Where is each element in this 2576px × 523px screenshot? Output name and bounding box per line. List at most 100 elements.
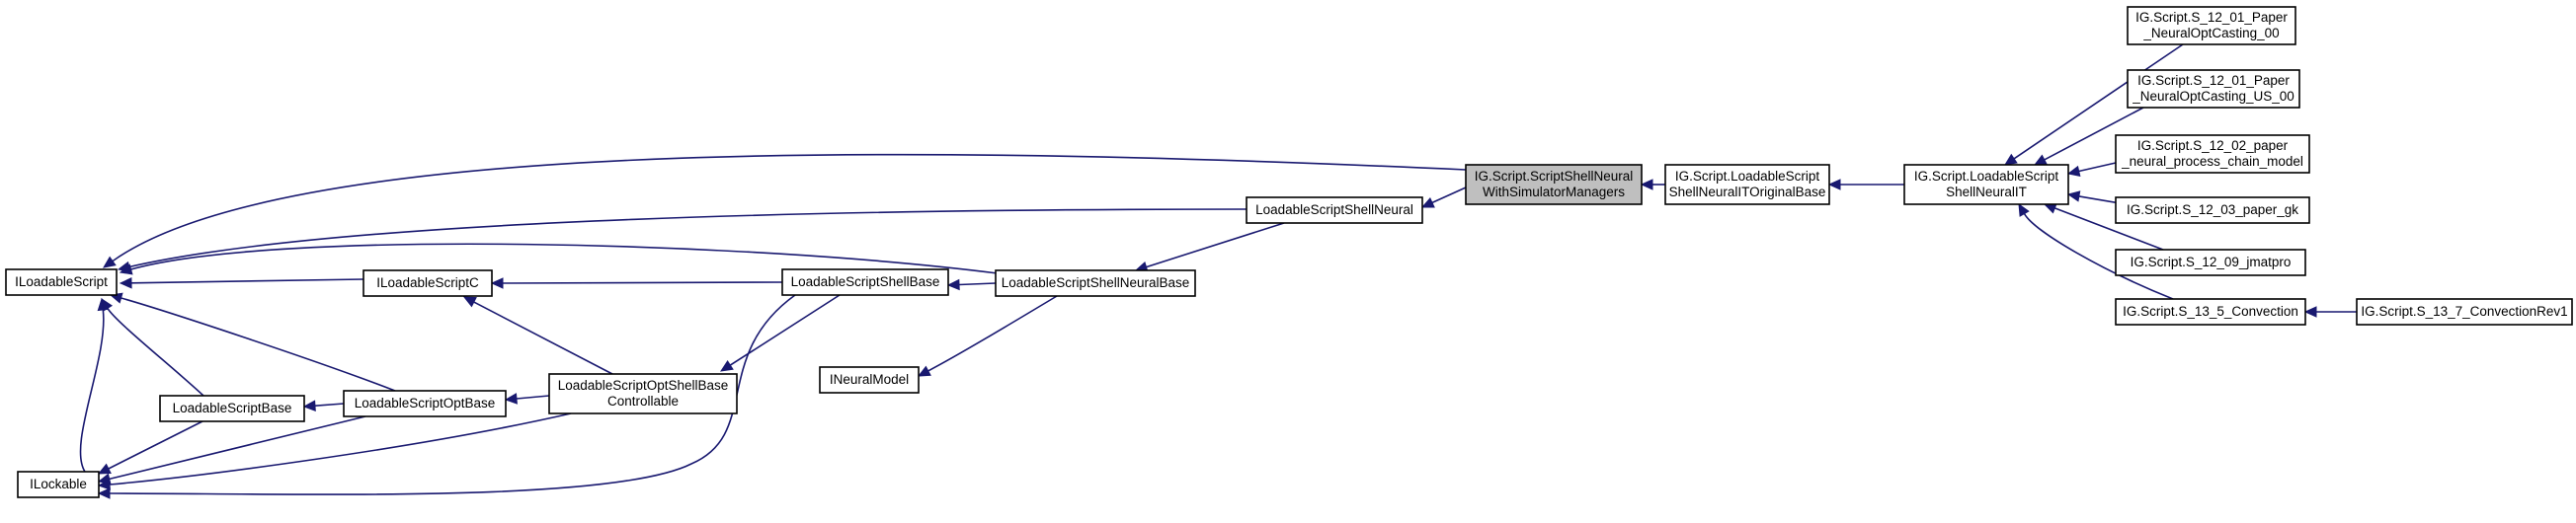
edge-loadablescriptshellbase-to-ilockable — [97, 294, 796, 499]
edge-line — [314, 403, 345, 407]
class-node-ilockable[interactable]: ILockable — [17, 471, 100, 498]
edge-scriptshellneuralwithsimulatormanagers-to-loadablescriptshellneural — [1420, 187, 1467, 208]
class-node-box — [1465, 164, 1643, 205]
edge-s12_02_paper_neural_process_chain_model-to-loadablescriptshellneuralit — [2066, 162, 2117, 178]
edge-ilockable-to-iloadablescript — [79, 297, 110, 473]
class-node-box — [2115, 298, 2306, 326]
edge-line — [2023, 213, 2174, 300]
class-node-label: LoadableScriptOptShellBase — [558, 378, 729, 393]
arrowhead-icon — [119, 277, 132, 289]
arrowhead-icon — [946, 278, 960, 291]
edge-line — [1431, 187, 1467, 204]
edge-loadablescriptshellneuralit-to-loadablescriptshellneuralitoriginalbase — [1827, 179, 1904, 190]
class-node-box — [5, 268, 118, 296]
edge-line — [927, 295, 1058, 372]
class-node-scriptshellneuralwithsimulatormanagers[interactable]: IG.Script.ScriptShellNeuralWithSimulator… — [1465, 164, 1643, 205]
class-node-s12_09_jmatpro[interactable]: IG.Script.S_12_09_jmatpro — [2115, 249, 2306, 276]
class-node-label: LoadableScriptBase — [173, 401, 292, 415]
class-node-label: ILockable — [30, 477, 87, 491]
class-node-iloadablescript[interactable]: ILoadableScript — [5, 268, 118, 296]
arrowhead-icon — [101, 297, 114, 312]
edge-line — [473, 301, 613, 375]
arrowhead-icon — [917, 365, 931, 377]
class-node-loadablescriptshellneural[interactable]: LoadableScriptShellNeural — [1246, 196, 1423, 224]
edge-loadablescriptoptbase-to-ilockable — [97, 415, 366, 485]
class-node-label: Controllable — [607, 394, 679, 409]
edge-s12_01_paper_neuraloptcasting_00-to-loadablescriptshellneuralit — [2004, 43, 2184, 166]
class-node-box — [548, 373, 738, 414]
class-node-label: WithSimulatorManagers — [1483, 185, 1625, 199]
class-node-label: IG.Script.LoadableScript — [1914, 169, 2059, 184]
class-node-label: _NeuralOptCasting_00 — [2142, 26, 2279, 40]
class-node-box — [995, 269, 1196, 297]
edge-line — [107, 307, 204, 397]
edge-line — [128, 208, 1248, 268]
edge-line — [2013, 43, 2184, 160]
edge-loadablescriptshellneuralbase-to-ineuralmodel — [917, 295, 1058, 377]
class-node-box — [159, 395, 305, 422]
class-node-box — [1664, 164, 1830, 205]
arrowhead-icon — [2303, 306, 2317, 318]
arrowhead-icon — [97, 479, 111, 490]
edge-line — [108, 420, 203, 470]
class-node-loadablescriptoptbase[interactable]: LoadableScriptOptBase — [343, 390, 507, 417]
class-node-s13_7_convectionrev1[interactable]: IG.Script.S_13_7_ConvectionRev1 — [2356, 298, 2573, 326]
class-node-loadablescriptshellneuralbase[interactable]: LoadableScriptShellNeuralBase — [995, 269, 1196, 297]
class-node-label: LoadableScriptShellBase — [791, 274, 940, 289]
class-node-box — [1903, 164, 2069, 205]
class-node-label: IG.Script.S_12_01_Paper — [2137, 73, 2290, 88]
class-node-label: IG.Script.ScriptShellNeural — [1475, 169, 1634, 184]
class-node-box — [2115, 249, 2306, 276]
class-node-box — [17, 471, 100, 498]
class-node-s13_5_convection[interactable]: IG.Script.S_13_5_Convection — [2115, 298, 2306, 326]
arrowhead-icon — [2066, 190, 2081, 202]
class-node-s12_01_paper_neuraloptcasting_us_00[interactable]: IG.Script.S_12_01_Paper_NeuralOptCasting… — [2127, 69, 2300, 109]
arrowhead-icon — [1640, 179, 1653, 190]
class-node-label: IG.Script.S_12_03_paper_gk — [2127, 202, 2298, 217]
class-node-label: IG.Script.LoadableScript — [1675, 169, 1820, 184]
arrowhead-icon — [490, 277, 504, 289]
class-node-box — [2356, 298, 2573, 326]
edge-loadablescriptoptbase-to-iloadablescript — [109, 292, 396, 392]
edge-loadablescriptshellneural-to-loadablescriptshellneuralbase — [1134, 222, 1285, 272]
class-node-iloadablescriptc[interactable]: ILoadableScriptC — [362, 269, 493, 297]
edge-iloadablescriptc-to-iloadablescript — [119, 277, 364, 289]
edge-loadablescriptoptshellbasecontrollable-to-iloadablescriptc — [462, 296, 613, 375]
arrowhead-icon — [103, 256, 117, 268]
edge-line — [2044, 107, 2144, 161]
class-node-label: IG.Script.S_12_09_jmatpro — [2131, 255, 2292, 269]
arrowhead-icon — [97, 463, 112, 475]
edge-loadablescriptbase-to-ilockable — [97, 420, 203, 475]
edge-loadablescriptoptbase-to-loadablescriptbase — [302, 400, 345, 411]
class-node-box — [819, 366, 920, 394]
arrowhead-icon — [302, 400, 316, 411]
edge-line — [130, 243, 999, 274]
edge-line — [121, 297, 396, 392]
class-node-s12_01_paper_neuraloptcasting_00[interactable]: IG.Script.S_12_01_Paper_NeuralOptCasting… — [2127, 6, 2296, 45]
class-node-s12_03_paper_gk[interactable]: IG.Script.S_12_03_paper_gk — [2115, 196, 2310, 224]
class-node-ineuralmodel[interactable]: INeuralModel — [819, 366, 920, 394]
arrowhead-icon — [2018, 202, 2030, 217]
edge-s13_5_convection-to-loadablescriptshellneuralit — [2018, 202, 2174, 300]
edge-loadablescriptshellbase-to-iloadablescriptc — [490, 277, 783, 289]
class-node-s12_02_paper_neural_process_chain_model[interactable]: IG.Script.S_12_02_paper_neural_process_c… — [2115, 134, 2310, 174]
class-node-box — [2127, 6, 2296, 45]
class-node-label: LoadableScriptShellNeural — [1255, 202, 1413, 217]
edge-loadablescriptshellneuralitoriginalbase-to-scriptshellneuralwithsimulatormanagers — [1640, 179, 1665, 190]
class-node-box — [1246, 196, 1423, 224]
arrowhead-icon — [719, 359, 734, 372]
class-node-loadablescriptshellneuralitoriginalbase[interactable]: IG.Script.LoadableScriptShellNeuralITOri… — [1664, 164, 1830, 205]
edge-line — [2054, 207, 2164, 251]
edge-line — [112, 153, 1467, 262]
class-node-label: ILoadableScriptC — [376, 275, 479, 290]
class-node-loadablescriptbase[interactable]: LoadableScriptBase — [159, 395, 305, 422]
arrowhead-icon — [462, 296, 477, 308]
class-node-box — [781, 268, 949, 296]
class-node-loadablescriptshellbase[interactable]: LoadableScriptShellBase — [781, 268, 949, 296]
class-node-label: IG.Script.S_13_7_ConvectionRev1 — [2361, 304, 2567, 319]
arrowhead-icon — [2033, 154, 2048, 166]
class-node-box — [362, 269, 493, 297]
